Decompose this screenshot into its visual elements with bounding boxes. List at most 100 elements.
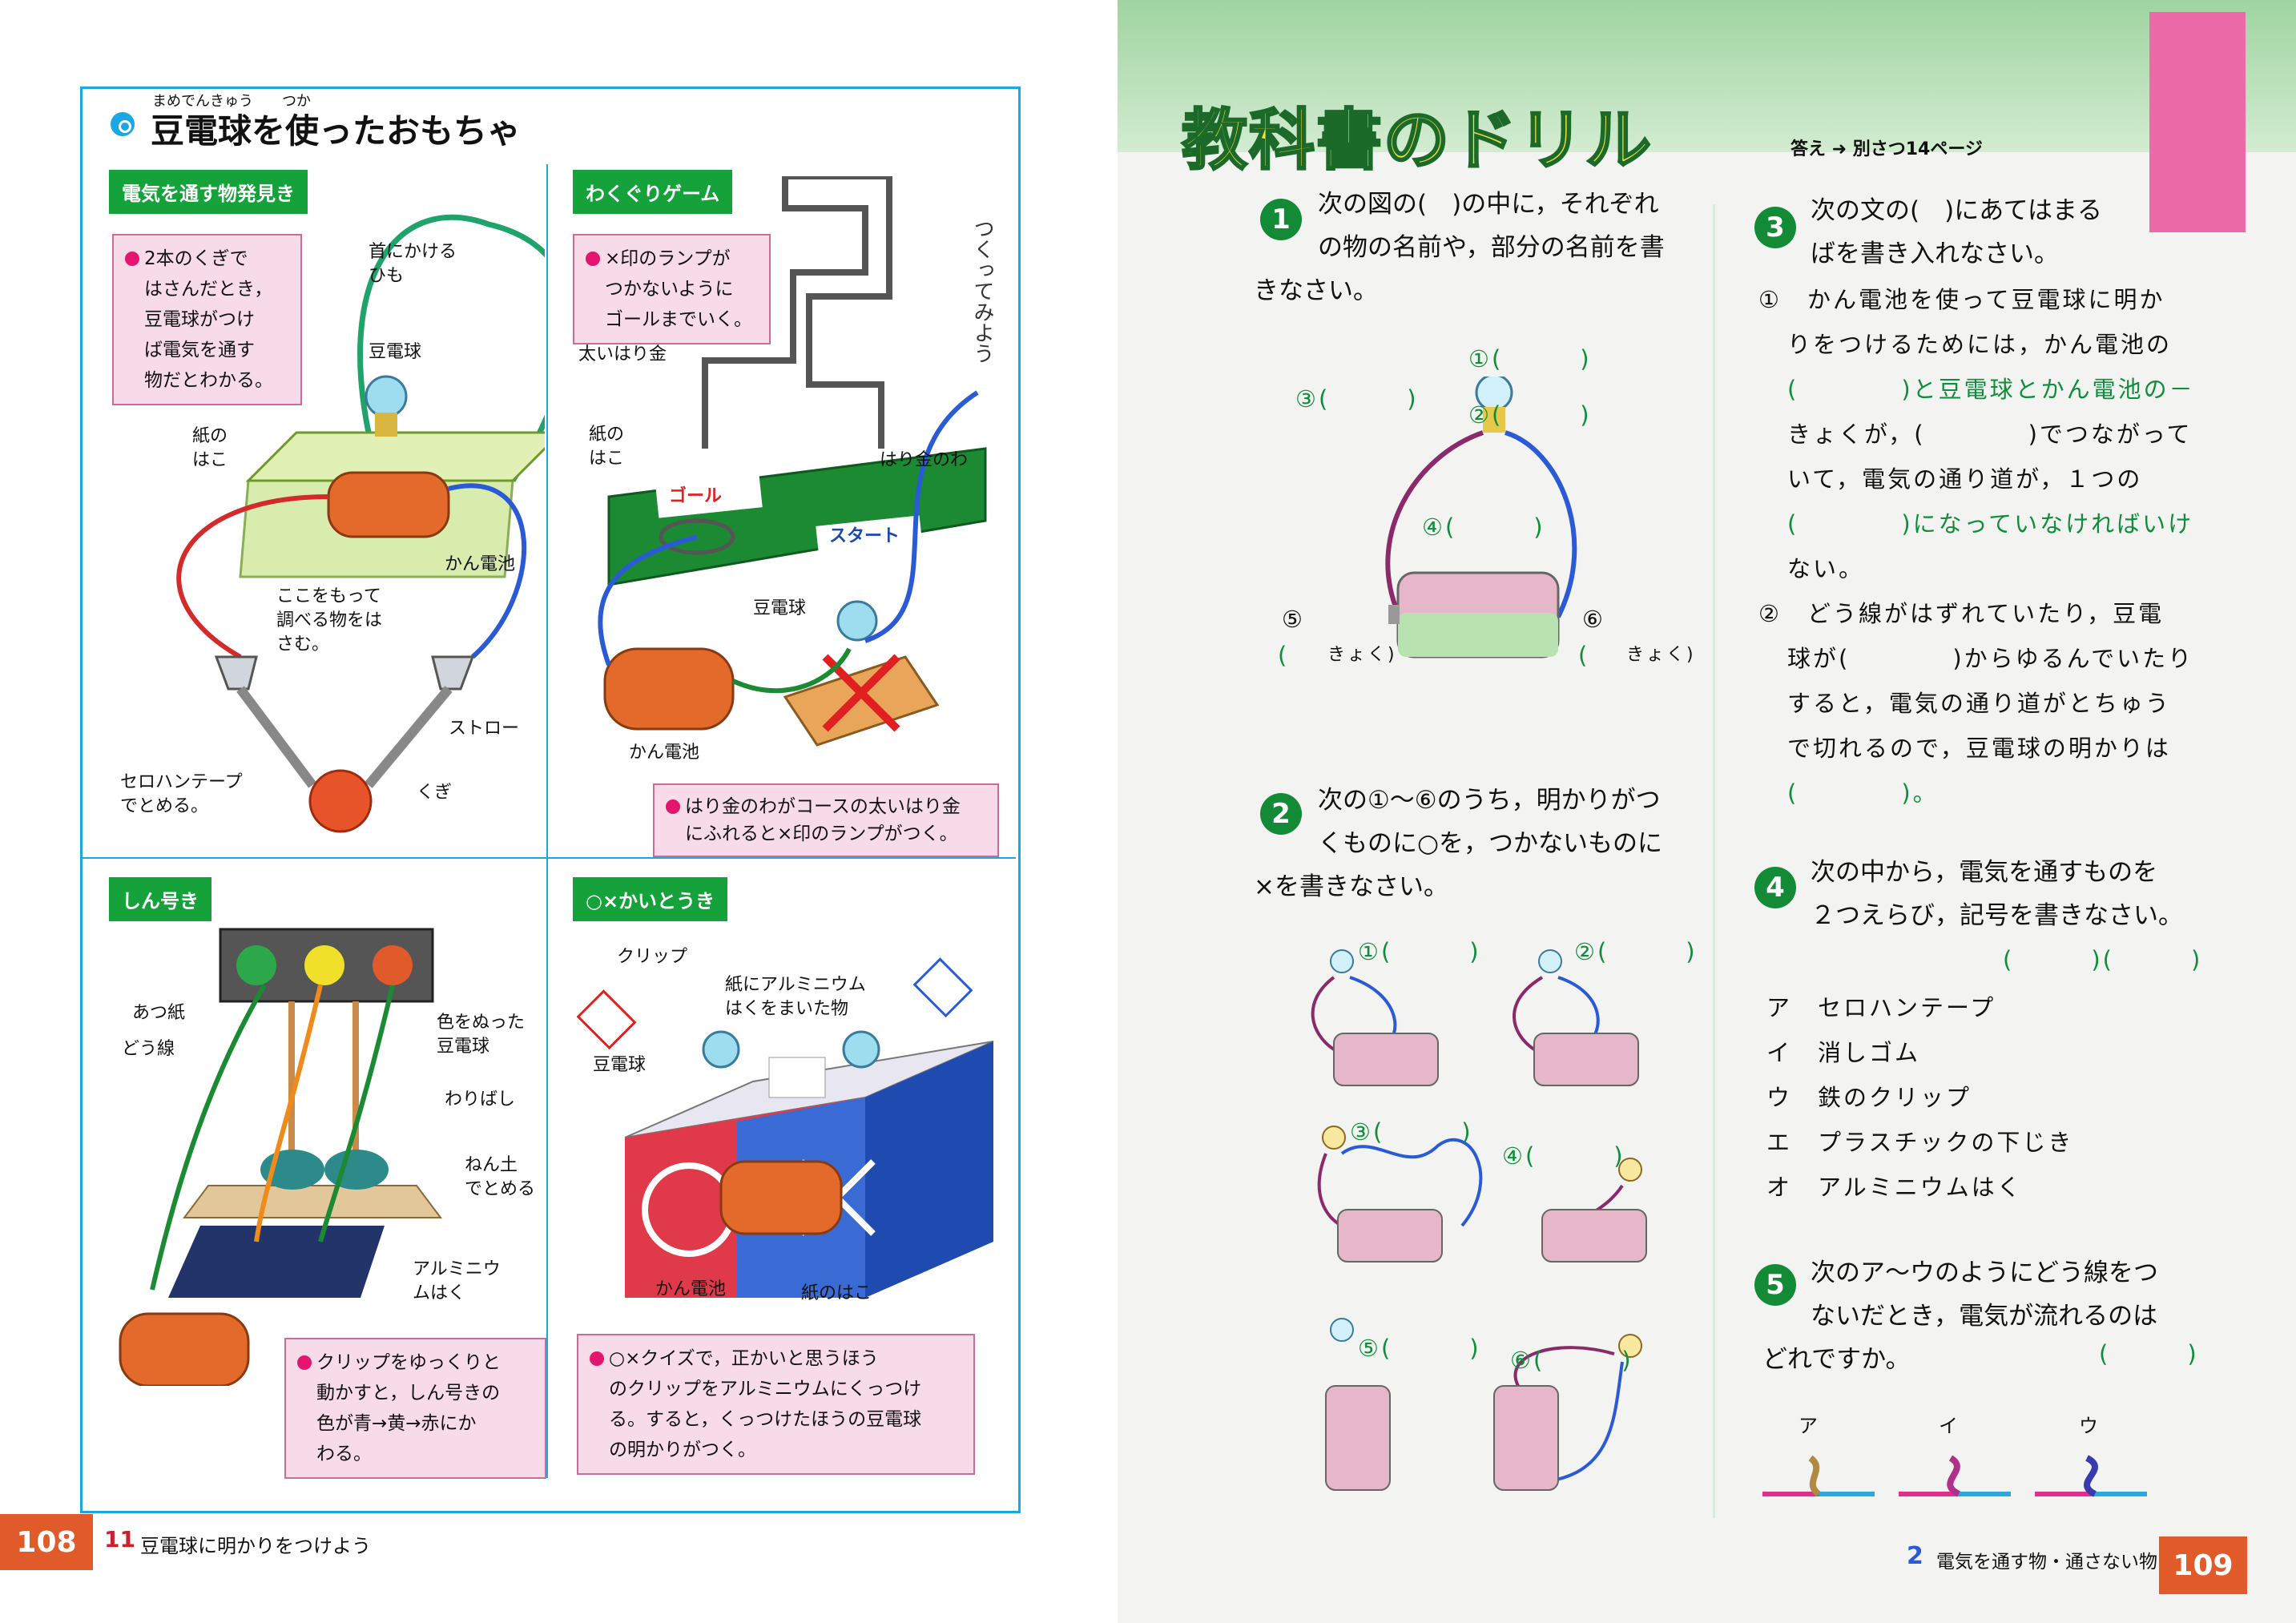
question-number-5: 5 — [1754, 1264, 1796, 1306]
question-number-4: 4 — [1754, 867, 1796, 908]
funnel-left — [214, 655, 258, 691]
target-icon — [111, 112, 135, 136]
q1-label-5-pole: きょく) — [1327, 645, 1397, 665]
label-goal: ゴール — [669, 486, 723, 506]
label-thick-wire: 太いはり金 — [578, 344, 667, 364]
q2-label-5: ⑤( ) — [1358, 1335, 1481, 1362]
question-3-passage: ① かん電池を使って豆電球に明か りをつけるためには，かん電池の ( )と豆電球… — [1758, 286, 2195, 807]
q4-answer: ( )( ) — [2003, 946, 2203, 973]
label-paper-box-4: 紙のはこ — [801, 1283, 872, 1303]
question-number-3: 3 — [1754, 207, 1796, 248]
box-side — [865, 1041, 993, 1298]
section-tag-maze-game: わくぐりゲーム — [573, 170, 733, 214]
wire-red — [176, 494, 329, 659]
info-box-s3: クリップをゆっくりと 動かすと，しん号きの 色が青→黄→赤にか わる。 — [284, 1338, 546, 1479]
chapter-title: 豆電球に明かりをつけよう — [140, 1535, 371, 1557]
section-tag-signal: しん号き — [109, 877, 211, 921]
content-frame — [80, 87, 1021, 1513]
wire-green — [150, 984, 267, 1291]
info-box-s2b: はり金のわがコースの太いはり金 にふれると×印のランプがつく。 — [653, 783, 999, 857]
twist-u — [2084, 1455, 2098, 1497]
label-battery-4: かん電池 — [655, 1279, 727, 1299]
bulb — [836, 600, 878, 642]
question-2-text: 次の①～⑥のうち，明かりがつ くものに○を，つかないものに ×を書きなさい。 — [1254, 786, 1663, 901]
label-straw: ストロー — [449, 719, 520, 739]
label-clay: ねん土 でとめる — [465, 1155, 536, 1199]
q4-options: ア セロハンテープ イ 消しゴム ウ 鉄のクリップ エ プラスチックの下じき オ… — [1766, 994, 2074, 1201]
illustration-quiz — [577, 957, 994, 1298]
battery — [603, 647, 735, 731]
label-string: 首にかける ひも — [369, 242, 457, 286]
q2-label-2: ②( ) — [1574, 938, 1698, 965]
circuit-1 — [1311, 949, 1439, 1086]
question-1-text: 次の図の( )の中に，それぞれ の物の名前や，部分の名前を書 きなさい。 — [1254, 190, 1665, 305]
circuit-5 — [1325, 1318, 1391, 1491]
q1-label-6: ⑥ — [1582, 606, 1605, 633]
battery — [327, 471, 450, 538]
wire-green-2 — [318, 985, 395, 1242]
label-paper-box: 紙の はこ — [589, 425, 625, 469]
vertical-divider — [546, 164, 548, 1478]
wire-blue-2 — [864, 390, 979, 643]
q5-label-a: ア — [1799, 1415, 1820, 1437]
q1-label-5: ⑤ — [1282, 606, 1305, 633]
label-battery-2: かん電池 — [629, 743, 700, 763]
wire-right — [1504, 430, 1577, 618]
q2-circuits — [1311, 949, 1647, 1491]
q1-label-2: ②( ) — [1468, 401, 1592, 429]
wire-orange — [254, 985, 323, 1242]
label-copper-wire: どう線 — [122, 1039, 175, 1059]
label-battery: かん電池 — [445, 554, 516, 574]
start-card — [816, 515, 923, 558]
sticky-note — [2149, 12, 2246, 232]
bullet-icon — [297, 1355, 312, 1370]
circuit-2 — [1513, 949, 1639, 1086]
x-mark — [822, 654, 900, 732]
info-box-s2: ×印のランプが つかないように ゴールまでいく。 — [573, 234, 771, 344]
q1-label-5-paren: ( — [1278, 642, 1392, 669]
q1-label-6-paren: ( — [1578, 642, 1693, 669]
green-light — [236, 945, 276, 985]
handwritten-note: つくってみよう — [970, 218, 994, 364]
chopstick — [352, 1001, 359, 1162]
footer-section-number: 2 — [1907, 1542, 1923, 1570]
bulb — [365, 375, 408, 418]
battery-lower — [1398, 613, 1558, 657]
maze-wire — [702, 176, 892, 449]
label-wire-ring: はり金のわ — [880, 450, 969, 470]
bullet-icon — [590, 1351, 604, 1366]
q2-label-3: ③( ) — [1350, 1118, 1473, 1146]
left-page: 豆電球を使ったおもちゃ まめでんきゅう つか 電気を通す物発見き 2本のくぎで … — [0, 0, 1118, 1623]
q2-label-4: ④( ) — [1502, 1142, 1625, 1170]
label-box: 紙の はこ — [192, 426, 228, 470]
q1-label-1: ①( ) — [1468, 345, 1592, 373]
label-tape: セロハンテープ でとめる。 — [120, 772, 243, 816]
foil-board — [168, 1226, 385, 1298]
lamp-board — [783, 655, 940, 747]
clay — [324, 1150, 389, 1190]
right-page: 教科書のドリル 答え ➜ 別さつ14ページ 1 次の図の( )の中に，それぞれ … — [1118, 0, 2296, 1623]
neck-string — [357, 214, 545, 482]
label-start: スタート — [829, 526, 900, 546]
q1-label-4: ④( ) — [1422, 513, 1545, 541]
page-number-right: 109 — [2159, 1536, 2247, 1594]
circle-card — [577, 989, 637, 1050]
question-number-1: 1 — [1260, 199, 1302, 240]
section-tag-quiz-answerer: ○×かいとうき — [573, 877, 728, 921]
title-ruby: まめでんきゅう つか — [152, 93, 311, 110]
column-divider — [1713, 204, 1715, 1518]
bulb — [702, 1030, 740, 1069]
label-hold: ここをもって 調べる物をは さむ。 — [276, 586, 383, 654]
straw-left — [236, 686, 316, 788]
label-clip: クリップ — [617, 947, 688, 967]
illustration-conductor-finder — [176, 214, 545, 833]
circuit-6 — [1493, 1334, 1642, 1491]
horizontal-divider — [80, 857, 1016, 859]
bulb-socket — [375, 413, 397, 437]
footer-section-title: 電気を通す物・通さない物 — [1936, 1552, 2157, 1573]
chapter-number: 11 — [104, 1526, 135, 1553]
label-nail: くぎ — [417, 783, 453, 803]
base — [183, 1185, 442, 1218]
label-bulb: 豆電球 — [369, 342, 422, 362]
wire-ring — [659, 518, 735, 555]
